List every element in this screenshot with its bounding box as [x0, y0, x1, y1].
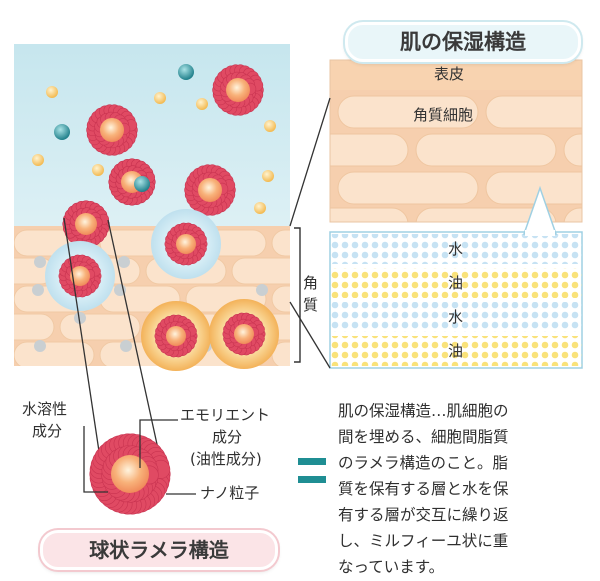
layer-water-1: 水: [448, 240, 464, 258]
nano-particles: [32, 64, 279, 371]
water-soluble-label-1: 水溶性: [22, 400, 68, 418]
skin-cell: [14, 341, 95, 366]
description-line: し、ミルフィーユ状に重: [338, 532, 509, 550]
oil-molecule-dot: [264, 120, 276, 132]
epidermis-zoom: [330, 60, 582, 222]
description-line: なっています。: [338, 558, 445, 576]
nano-particle: [86, 104, 138, 156]
leader-water-soluble: [83, 426, 108, 493]
water-molecule-dot: [134, 176, 150, 192]
oil-molecule-dot: [154, 92, 166, 104]
skin-cell: [231, 257, 290, 285]
emollient-label-2: 成分: [212, 428, 243, 446]
skin-lipid-dot: [118, 256, 130, 268]
nano-particle: [108, 158, 156, 206]
zoom-cell: [415, 207, 557, 222]
zoom-cell: [563, 133, 582, 167]
zoom-cell: [485, 171, 582, 205]
zoom-cell: [563, 207, 582, 222]
description: 肌の保湿構造…肌細胞の 間を埋める、細胞間脂質 のラメラ構造のこと。脂 質を保有…: [338, 398, 598, 580]
epidermis-label: 表皮: [434, 65, 465, 83]
water-molecule-dot: [54, 124, 70, 140]
emollient-label-1: エモリエント: [180, 406, 271, 424]
stratum-label-2: 質: [303, 296, 319, 314]
skin-lipid-dot: [34, 340, 46, 352]
zoom-line-bottom: [289, 301, 331, 369]
oil-molecule-dot: [262, 170, 274, 182]
emollient-label-3: (油性成分): [190, 450, 262, 468]
enlarged-nano-particle: [89, 433, 171, 515]
layer-oil-2: 油: [448, 342, 464, 360]
description-line: のラメラ構造のこと。脂: [338, 454, 509, 472]
stratum-bracket: [294, 227, 301, 363]
equals-sign: [298, 458, 326, 483]
water-soluble-label-2: 成分: [32, 422, 63, 440]
zoom-cell: [337, 95, 479, 129]
oil-molecule-dot: [46, 86, 58, 98]
skin-cell: [271, 229, 290, 257]
description-line: 間を埋める、細胞間脂質: [338, 428, 509, 446]
particle-zoom-line-left: [63, 217, 101, 459]
layer-oil-1: 油: [448, 274, 464, 292]
zoom-cell: [485, 95, 582, 129]
lamellar-layers: [329, 185, 583, 369]
particle-zoom-line-right: [107, 219, 161, 459]
nano-particle-label: ナノ粒子: [200, 484, 260, 502]
skin-cell: [14, 313, 55, 341]
nano-particle: [62, 200, 110, 248]
oil-molecule-dot: [196, 98, 208, 110]
description-line: 有する層が交互に繰り返: [338, 506, 509, 524]
description-line: 質を保有する層と水を保: [338, 480, 509, 498]
water-molecule-dot: [178, 64, 194, 80]
nano-particle: [141, 301, 211, 371]
nano-particle: [89, 433, 171, 515]
nano-particle: [184, 164, 236, 216]
description-line: 肌の保湿構造…肌細胞の: [338, 402, 509, 420]
zoom-cell: [337, 171, 479, 205]
nano-particle: [45, 241, 115, 311]
zoom-line-top: [289, 97, 331, 227]
nano-particle: [151, 209, 221, 279]
skin-lipid-dot: [120, 340, 132, 352]
skin-lipid-dot: [256, 284, 268, 296]
skin-structure-title: 肌の保湿構造: [345, 22, 581, 62]
zoom-cell: [330, 207, 409, 222]
oil-molecule-dot: [254, 202, 266, 214]
skin-lipid-dot: [34, 256, 46, 268]
nano-particle: [212, 64, 264, 116]
skin-lipid-dot: [32, 284, 44, 296]
skin-lipid-dot: [74, 312, 86, 324]
nano-particle: [209, 299, 279, 369]
skin-cell: [59, 313, 141, 341]
skin-cell: [271, 285, 290, 313]
oil-molecule-dot: [32, 154, 44, 166]
zoom-cell: [330, 133, 409, 167]
lamellar-structure-title: 球状ラメラ構造: [40, 530, 278, 570]
zoom-cell: [415, 133, 557, 167]
leader-emollient: [139, 419, 178, 468]
corneocyte-label: 角質細胞: [413, 106, 474, 124]
layer-water-2: 水: [448, 308, 464, 326]
oil-molecule-dot: [92, 164, 104, 176]
stratum-label-1: 角: [303, 274, 319, 292]
